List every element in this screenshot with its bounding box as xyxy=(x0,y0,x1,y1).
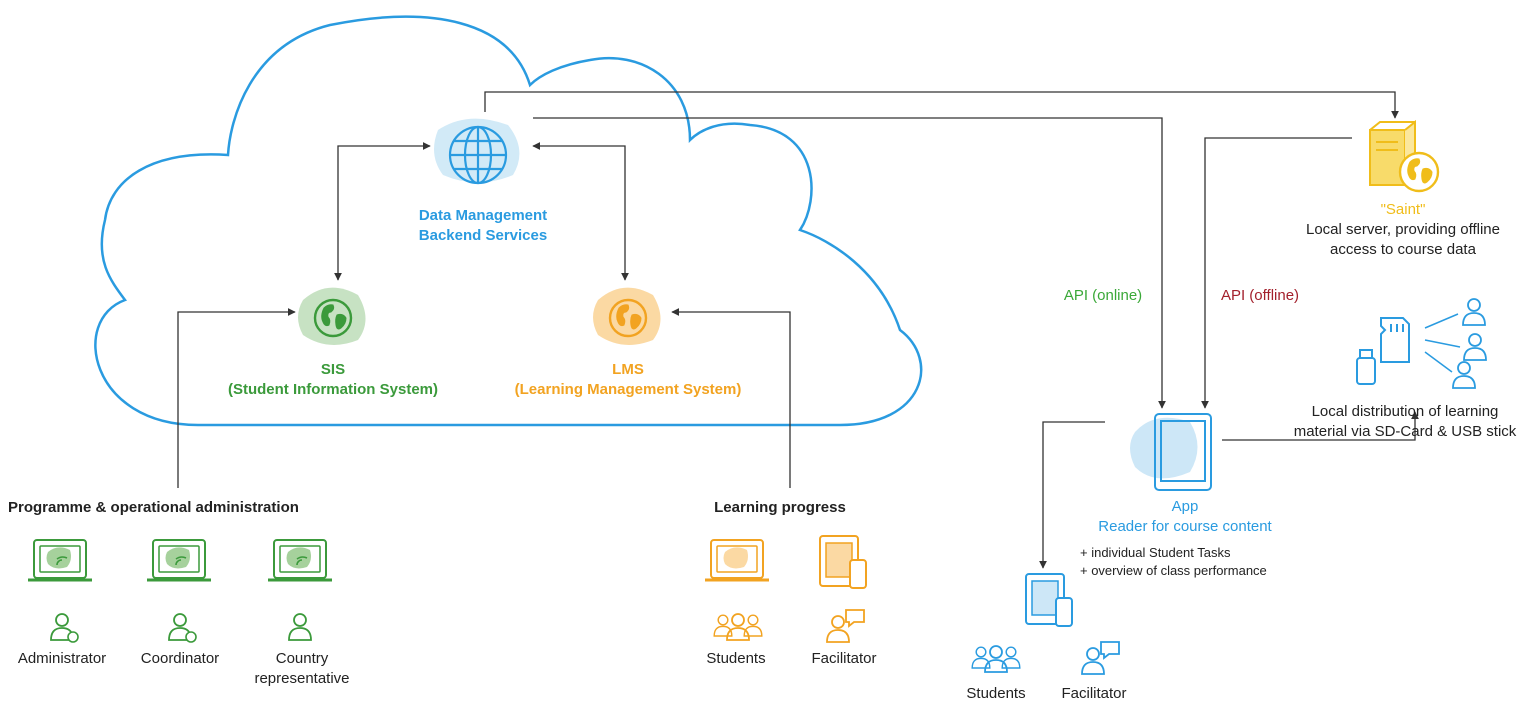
country-representative-laptop-icon xyxy=(266,538,334,582)
facilitator-tablet-icon xyxy=(819,535,867,589)
sis-label: SIS(Student Information System) xyxy=(227,361,438,398)
app-facilitator-label: Facilitator xyxy=(1061,685,1127,702)
administrator-label: Administrator xyxy=(17,650,107,667)
students-label: Students xyxy=(706,650,766,667)
distribution-person-icon xyxy=(1452,361,1476,389)
sd-card-icon xyxy=(1380,317,1410,363)
app-bullets: + individual Student Tasks+ overview of … xyxy=(1080,545,1267,578)
arrow-learning-lms xyxy=(671,308,791,488)
app-label: App Reader for course content xyxy=(1098,498,1272,535)
admin-section-heading: Programme & operational administration xyxy=(8,499,299,516)
distribution-person-icon xyxy=(1462,298,1486,326)
api-offline-label: API (offline) xyxy=(1220,287,1300,304)
arrow-backend-saint xyxy=(484,91,1399,119)
arrow-app-users xyxy=(1039,421,1105,569)
saint-label: "Saint" Local server, providing offline … xyxy=(1305,201,1500,258)
students-laptop-icon xyxy=(703,538,771,582)
coordinator-person-icon xyxy=(168,613,197,643)
app-students-group-icon xyxy=(971,645,1021,673)
country-representative-person-icon xyxy=(288,613,312,641)
arrow-admin-sis xyxy=(177,308,296,488)
lms-label: LMS(Learning Management System) xyxy=(514,361,742,398)
app-tablet-icon xyxy=(1130,413,1212,491)
arrow-app-distribution xyxy=(1222,411,1419,441)
app-facilitator-person-icon xyxy=(1081,641,1120,675)
administrator-person-icon xyxy=(50,613,79,643)
sis-globe-icon xyxy=(298,287,366,345)
facilitator-label: Facilitator xyxy=(811,650,877,667)
cloud-shape xyxy=(94,15,923,427)
app-users-tablet-icon xyxy=(1025,573,1073,627)
coordinator-label: Coordinator xyxy=(140,650,220,667)
students-group-icon xyxy=(713,613,763,641)
learning-section-heading: Learning progress xyxy=(714,499,846,516)
backend-globe-icon xyxy=(434,118,520,185)
arrow-backend-lms xyxy=(532,142,629,281)
app-students-label: Students xyxy=(966,685,1026,702)
lms-globe-icon xyxy=(593,287,661,345)
arrow-api-online xyxy=(533,117,1166,409)
distribution-person-icon xyxy=(1463,333,1487,361)
arrow-api-offline xyxy=(1201,137,1352,409)
saint-server-icon xyxy=(1369,119,1440,193)
api-online-label: API (online) xyxy=(1063,287,1143,304)
usb-stick-icon xyxy=(1356,349,1376,385)
coordinator-laptop-icon xyxy=(145,538,213,582)
administrator-laptop-icon xyxy=(26,538,94,582)
arrow-backend-sis xyxy=(334,142,431,281)
facilitator-person-icon xyxy=(826,609,865,643)
